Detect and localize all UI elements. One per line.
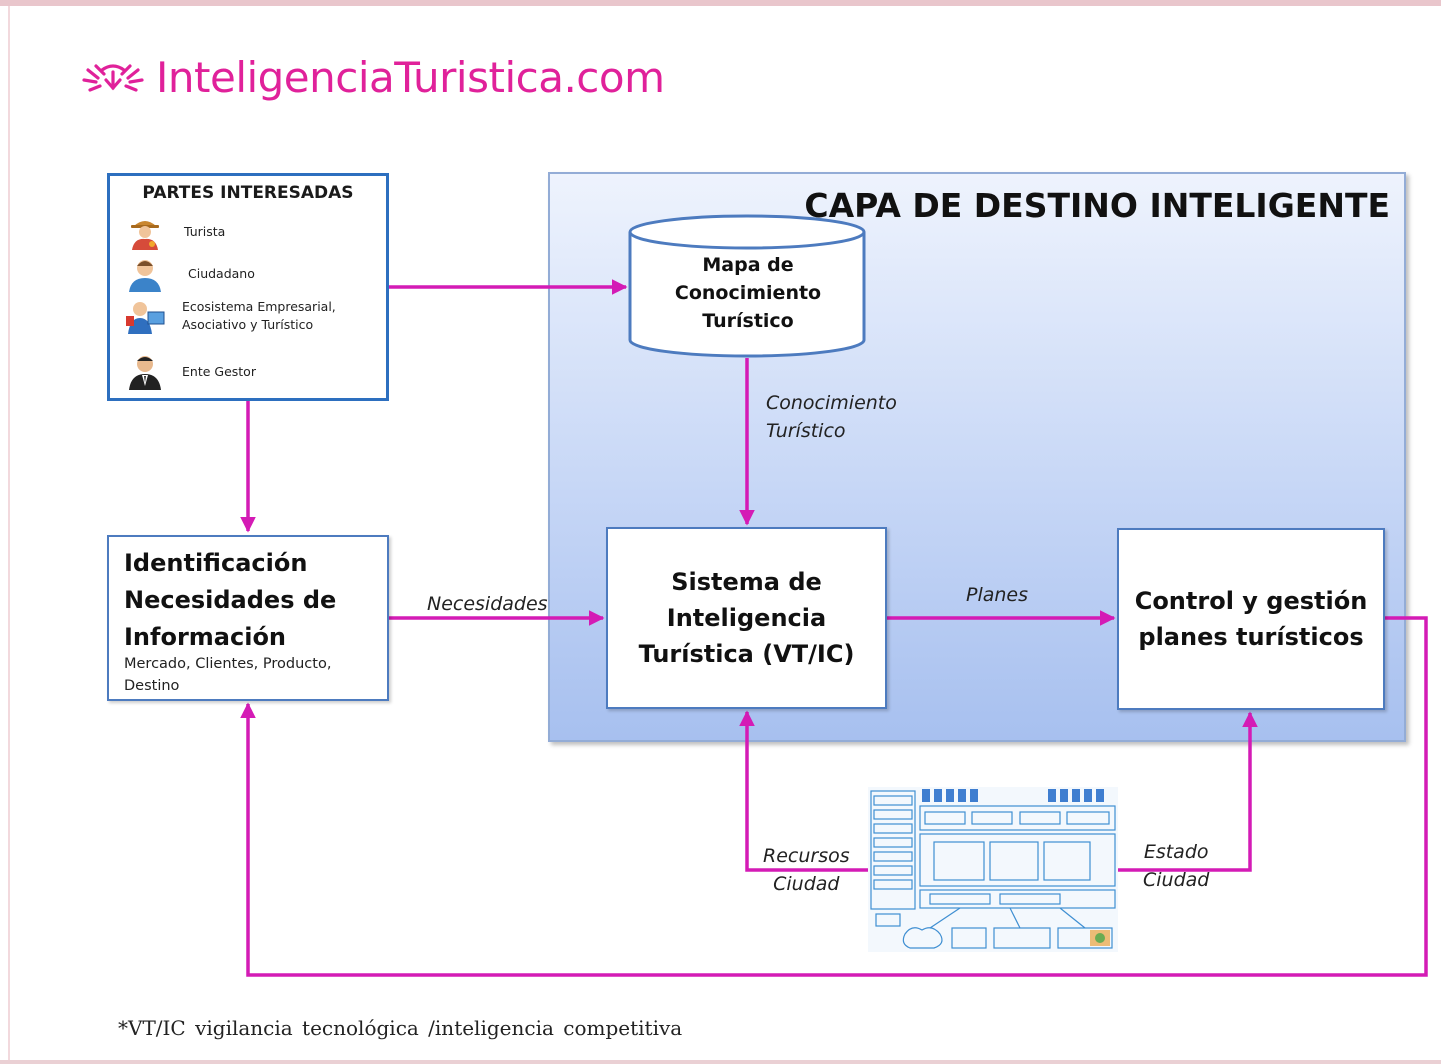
knowledge-map-cylinder (628, 214, 866, 358)
stakeholders-title: PARTES INTERESADAS (142, 183, 354, 203)
arrow-resources-to-system (739, 710, 868, 872)
flow-label-resources: Recursos Ciudad (763, 845, 850, 895)
stakeholder-citizen: Ciudadano (122, 254, 255, 294)
business-icon (126, 302, 165, 334)
intelligence-system-label: Sistema de Inteligencia Turística (VT/IC… (638, 568, 855, 668)
needs-identification-box: Identificación Necesidades de Informació… (107, 535, 389, 701)
needs-title: Identificación Necesidades de Informació… (124, 549, 337, 651)
footnote: *VT/IC vigilancia tecnológica /inteligen… (118, 1016, 683, 1040)
brand-logo: InteligenciaTuristica.com (80, 50, 665, 106)
control-label: Control y gestión planes turísticos (1134, 587, 1368, 651)
stakeholders-box: PARTES INTERESADAS Turista Ciudadano Eco… (107, 173, 389, 401)
layer-title: CAPA DE DESTINO INTELIGENTE (804, 186, 1390, 225)
stakeholder-label: Ecosistema Empresarial, Asociativo y Tur… (182, 299, 336, 332)
flow-label-state: Estado Ciudad (1143, 841, 1210, 891)
manager-icon (129, 356, 161, 390)
flow-label-needs: Necesidades (427, 593, 548, 615)
brand-name: InteligenciaTuristica.com (156, 53, 665, 102)
citizen-icon (129, 260, 161, 292)
frame-top-border (0, 0, 1441, 6)
arrow-feedback-loop (240, 616, 1428, 977)
knowledge-map-label: Mapa de Conocimiento Turístico (674, 254, 822, 332)
stakeholder-tourist: Turista (122, 212, 225, 252)
intelligence-system-box: Sistema de Inteligencia Turística (VT/IC… (606, 527, 887, 709)
needs-subtitle: Mercado, Clientes, Producto, Destino (124, 656, 332, 694)
tourist-icon (131, 221, 159, 250)
frame-left-border (8, 6, 10, 1064)
flow-label-plans: Planes (966, 584, 1029, 606)
arrow-state-to-control (1118, 711, 1258, 872)
control-box: Control y gestión planes turísticos (1117, 528, 1385, 710)
stakeholder-label: Turista (184, 224, 226, 239)
stakeholder-business: Ecosistema Empresarial, Asociativo y Tur… (122, 296, 336, 336)
stakeholder-label: Ente Gestor (182, 364, 256, 379)
stakeholder-label: Ciudadano (188, 266, 255, 281)
frame-bottom-border (0, 1060, 1441, 1064)
wifi-antenna-icon (82, 64, 144, 92)
city-platform-diagram (868, 787, 1118, 952)
flow-label-knowledge: Conocimiento Turístico (766, 392, 897, 442)
stakeholder-manager: Ente Gestor (122, 352, 256, 392)
